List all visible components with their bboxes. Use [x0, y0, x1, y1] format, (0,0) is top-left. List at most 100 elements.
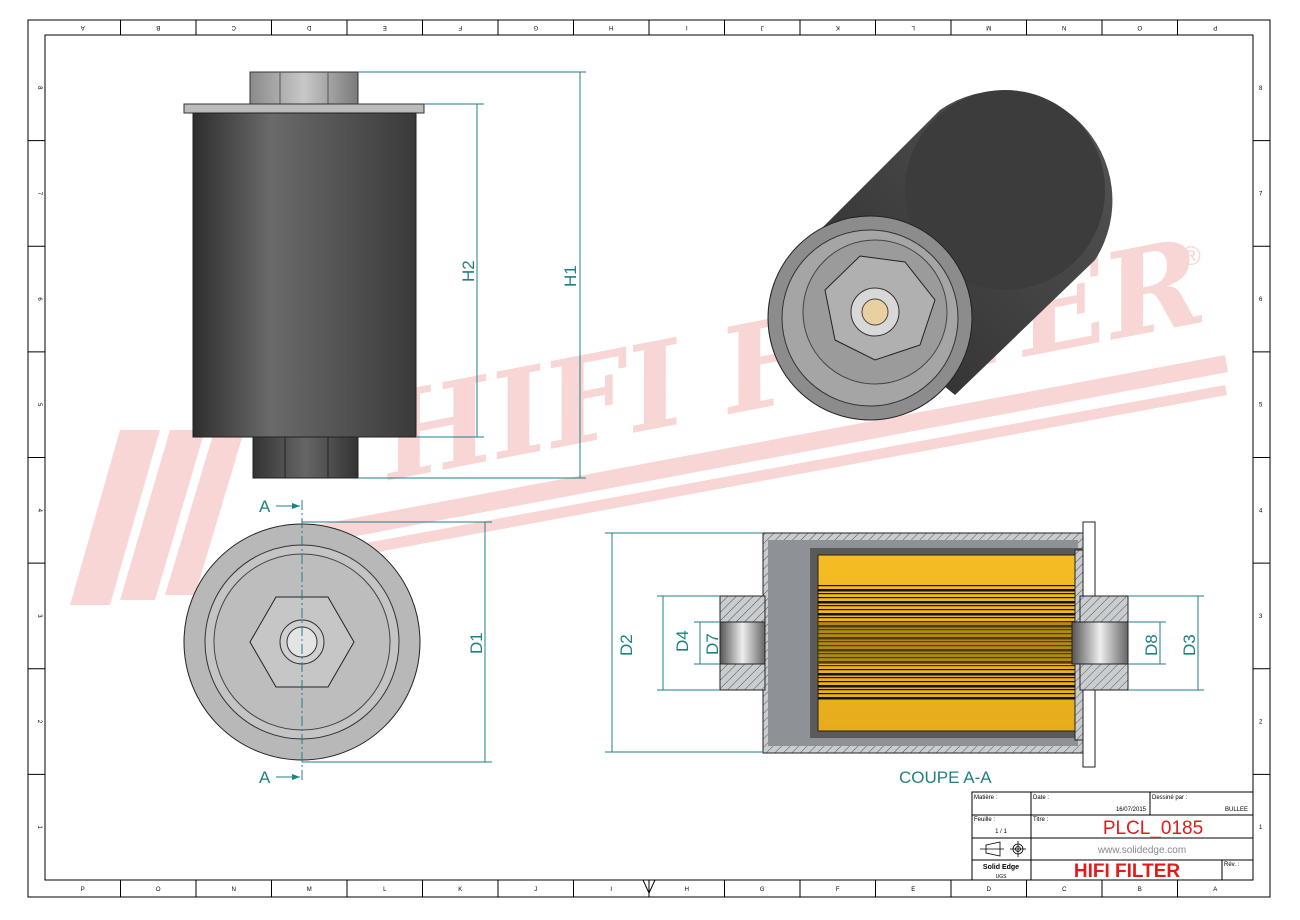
- pleat-line: [818, 645, 1075, 647]
- column-label: I: [686, 24, 688, 30]
- bottom-view: A A D1: [183, 497, 492, 787]
- dim-d2-label: D2: [617, 634, 636, 656]
- front-view: H2 H1: [183, 71, 586, 479]
- column-label: F: [836, 887, 840, 893]
- row-label: 4: [1259, 508, 1263, 514]
- row-label: 6: [1259, 297, 1263, 303]
- column-label: G: [760, 887, 765, 893]
- dim-d3-label: D3: [1180, 634, 1199, 656]
- column-label: G: [533, 24, 538, 30]
- row-label: 5: [1259, 403, 1263, 409]
- pleat-line: [818, 633, 1075, 635]
- column-label: B: [156, 24, 160, 30]
- dim-d1-label: D1: [467, 632, 486, 654]
- pleat-line: [818, 609, 1075, 611]
- filter-pleats: [818, 585, 1075, 700]
- column-label: D: [987, 887, 992, 893]
- sheet-value: 1 / 1: [995, 829, 1007, 835]
- pleat-line: [818, 589, 1075, 592]
- dim-h1-label: H1: [561, 265, 580, 287]
- pleat-line: [818, 621, 1075, 623]
- column-label: F: [458, 24, 462, 30]
- dim-h2-label: H2: [459, 260, 478, 282]
- date-value: 16/07/2015: [1116, 807, 1147, 813]
- pleat-line: [818, 593, 1075, 595]
- column-label: I: [610, 887, 612, 893]
- revision-label: Rév. :: [1224, 862, 1240, 868]
- column-label: P: [1213, 24, 1217, 30]
- pleat-line: [818, 605, 1075, 607]
- pleat-line: [818, 641, 1075, 643]
- column-label: C: [1062, 887, 1067, 893]
- pleat-line: [818, 613, 1075, 616]
- section-view: D2 D4 D7 D8 D3 COUPE A-A: [605, 521, 1204, 787]
- pleat-line: [818, 625, 1075, 628]
- pleat-line: [818, 677, 1075, 679]
- row-label: 2: [1259, 720, 1263, 726]
- column-label: J: [761, 24, 764, 30]
- column-label: E: [383, 24, 387, 30]
- website-text: www.solidedge.com: [1097, 845, 1186, 856]
- column-label: L: [911, 24, 915, 30]
- pleat-line: [818, 637, 1075, 640]
- dim-d4-label: D4: [673, 630, 692, 652]
- pleat-line: [818, 585, 1075, 587]
- drawn-by-label: Dessiné par :: [1152, 795, 1188, 801]
- registered-mark: ®: [1178, 242, 1204, 272]
- pleat-line: [818, 601, 1075, 604]
- software-vendor: UGS: [996, 874, 1008, 880]
- column-label: C: [231, 24, 236, 30]
- column-label: A: [81, 24, 85, 30]
- pleat-line: [818, 693, 1075, 695]
- isometric-view: [767, 90, 1113, 421]
- row-label: 1: [36, 826, 42, 830]
- pleat-line: [818, 669, 1075, 671]
- column-label: H: [609, 24, 613, 30]
- row-label: 3: [36, 614, 42, 618]
- row-label: 8: [36, 86, 42, 90]
- column-label: B: [1138, 887, 1142, 893]
- title-block: Matière : Date : 16/07/2015 Dessiné par …: [971, 791, 1254, 882]
- column-label: L: [383, 887, 387, 893]
- row-label: 4: [36, 509, 42, 513]
- section-view-title: COUPE A-A: [899, 768, 992, 787]
- pleat-line: [818, 597, 1075, 599]
- column-label: O: [1137, 24, 1142, 30]
- column-label: K: [458, 887, 462, 893]
- column-label: H: [685, 887, 689, 893]
- column-label: M: [307, 887, 312, 893]
- drawn-by-value: BULLEE: [1225, 807, 1248, 813]
- pleat-line: [818, 657, 1075, 659]
- pleat-line: [818, 681, 1075, 683]
- row-label: 7: [36, 192, 42, 196]
- pleat-line: [818, 629, 1075, 631]
- column-label: N: [232, 887, 236, 893]
- row-label: 6: [36, 297, 42, 301]
- pleat-line: [818, 617, 1075, 619]
- pleat-line: [818, 649, 1075, 652]
- title-label: Titre :: [1033, 817, 1048, 823]
- pleat-line: [818, 665, 1075, 667]
- software-name: Solid Edge: [983, 864, 1019, 871]
- row-label: 8: [1259, 86, 1263, 92]
- row-label: 2: [36, 720, 42, 724]
- dim-d8-label: D8: [1142, 634, 1161, 656]
- column-label: M: [986, 24, 991, 30]
- column-label: J: [534, 887, 537, 893]
- center-marker-icon: [642, 879, 656, 895]
- row-label: 1: [1259, 825, 1263, 831]
- row-label: 5: [36, 403, 42, 407]
- sheet-label: Feuille :: [974, 817, 995, 823]
- pleat-line: [818, 689, 1075, 691]
- drawing-title: PLCL_0185: [1103, 818, 1203, 839]
- date-label: Date :: [1033, 795, 1049, 801]
- section-marker-bottom: A: [259, 768, 271, 787]
- material-label: Matière :: [974, 795, 998, 801]
- projection-symbol-icon: [980, 841, 1026, 857]
- column-label: P: [81, 887, 85, 893]
- column-label: D: [306, 24, 311, 30]
- pleat-line: [818, 653, 1075, 655]
